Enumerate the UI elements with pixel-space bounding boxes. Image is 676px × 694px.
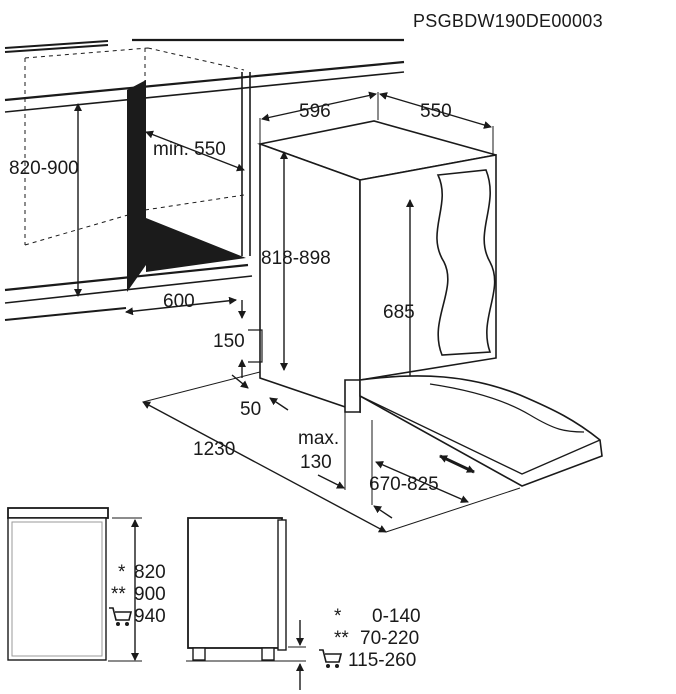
niche-width-line [125, 296, 237, 316]
total-ext-right [385, 487, 521, 533]
side-height-value-3: 940 [134, 606, 166, 627]
appliance-width-label: 596 [299, 101, 331, 122]
niche-width-label: 600 [163, 291, 195, 312]
max-label: max. [298, 428, 339, 449]
appliance-width-line [261, 91, 377, 122]
door-travel-line [375, 461, 469, 503]
max-value: 130 [300, 452, 332, 473]
cabinet-niche [4, 38, 405, 321]
foot-range-value-3: 115-260 [348, 650, 416, 671]
foot-range-marker-2: ** [334, 628, 349, 649]
appliance-depth-line [379, 92, 492, 129]
door-panel [436, 169, 496, 356]
niche-side-wall [127, 80, 146, 292]
foot-range-value-2: 70-220 [360, 628, 419, 649]
plinth-outline [248, 329, 263, 363]
side-view-cabinet [7, 507, 109, 661]
side-view-dishwasher [187, 517, 287, 661]
side-height-marker-2: ** [111, 584, 126, 605]
plinth-height-label: 150 [213, 331, 245, 352]
niche-depth-line [145, 130, 245, 172]
foot-range-marker-1: * [334, 606, 342, 627]
foot-range-value-1: 0-140 [372, 606, 421, 627]
niche-depth-label: min. 550 [153, 139, 226, 160]
appliance-depth-label: 550 [420, 101, 452, 122]
door-open-depth-line [142, 401, 387, 533]
drawing-code: PSGBDW190DE00003 [413, 11, 603, 31]
foot-ranges-legend: * 0-140 ** 70-220 115-260 [319, 606, 421, 671]
niche-floor [146, 218, 246, 272]
plinth-depth-line [231, 374, 249, 389]
plinth-depth-line-b [269, 397, 289, 411]
side-height-value-1: 820 [134, 562, 166, 583]
open-door [359, 375, 603, 487]
plinth-depth-label: 50 [240, 399, 261, 420]
side-height-marker-1: * [118, 562, 126, 583]
door-travel-label: 670-825 [369, 474, 439, 495]
max-line-b [373, 505, 393, 519]
max-line [317, 474, 345, 489]
door-height-label: 685 [383, 302, 415, 323]
side-height-value-2: 900 [134, 584, 166, 605]
cart-icon [319, 649, 343, 668]
door-open-depth-label: 1230 [193, 439, 235, 460]
door-travel-arrow [439, 454, 475, 474]
open-door-edge [359, 395, 601, 475]
appliance-height-label: 818-898 [261, 248, 331, 269]
total-ext-left [142, 371, 261, 403]
niche-height-label: 820-900 [9, 158, 79, 179]
cart-icon [109, 607, 133, 626]
side-heights-legend: * 820 ** 900 940 [109, 562, 166, 627]
open-door-wave [429, 383, 585, 433]
